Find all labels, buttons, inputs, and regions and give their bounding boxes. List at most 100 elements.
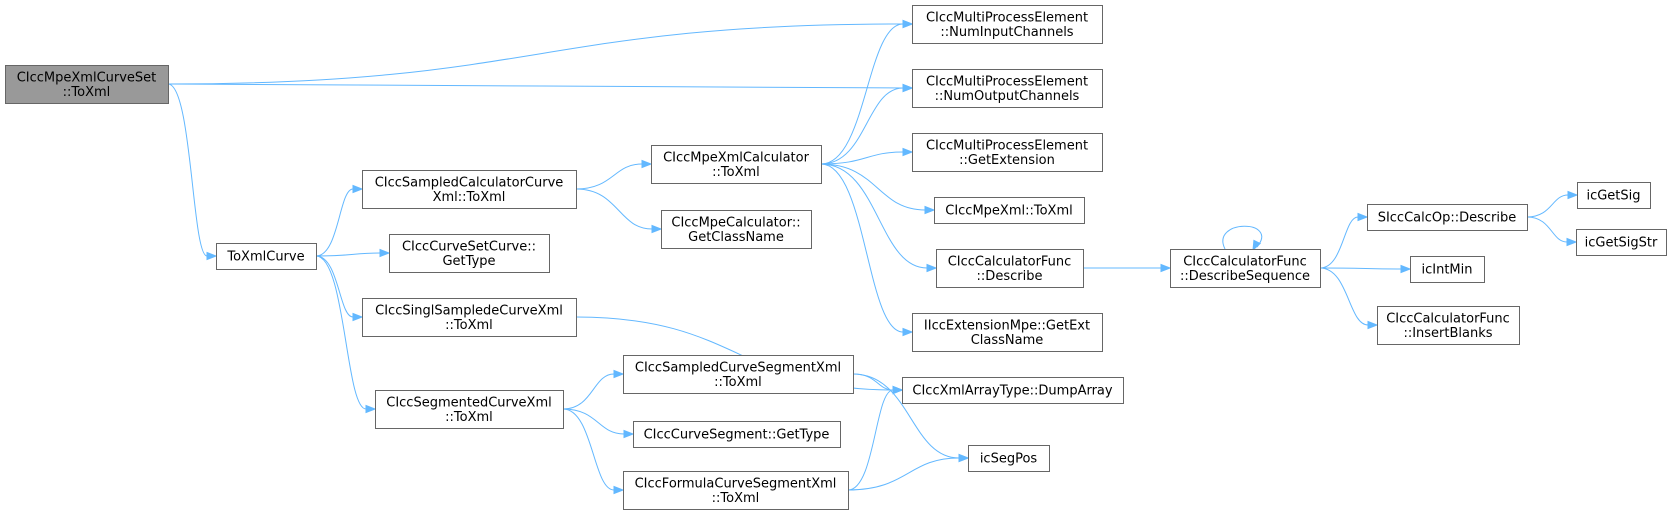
node-box: [934, 197, 1085, 224]
node-box: [912, 5, 1103, 44]
node-label: ::ToXml: [714, 375, 762, 390]
node-box: [912, 313, 1103, 352]
node-descseq[interactable]: CIccCalculatorFunc::DescribeSequence: [1170, 249, 1321, 288]
edge-arrowhead: [1566, 237, 1578, 247]
node-label: CIccCalculatorFunc: [1183, 254, 1307, 269]
node-getext[interactable]: CIccMultiProcessElement::GetExtension: [912, 133, 1103, 172]
edge-line: [820, 151, 904, 165]
node-label: CIccSinglSampledeCurveXml: [375, 303, 563, 318]
edge-arrowhead: [1567, 190, 1579, 200]
node-label: ::GetExtension: [959, 153, 1055, 168]
node-label: CIccCurveSetCurve::: [402, 239, 536, 254]
node-label: GetType: [442, 254, 495, 269]
node-box: [902, 377, 1124, 404]
node-mpexml[interactable]: CIccMpeXml::ToXml: [934, 197, 1085, 224]
node-insertblanks[interactable]: CIccCalculatorFunc::InsertBlanks: [1377, 306, 1520, 345]
node-label: ::ToXml: [712, 491, 760, 506]
node-label: icGetSigStr: [1585, 236, 1658, 251]
node-label: icGetSig: [1586, 189, 1640, 204]
node-toxmlcurve[interactable]: ToXmlCurve: [216, 243, 317, 270]
edge-arrowhead: [379, 248, 391, 258]
edge-root-to-numin: [167, 19, 914, 85]
edge-formula-to-dumparray: [847, 385, 904, 491]
node-box: [912, 133, 1103, 172]
node-mpecalcclass[interactable]: CIccMpeCalculator::GetClassName: [661, 210, 812, 249]
edge-line: [167, 83, 208, 257]
node-label: icIntMin: [1422, 263, 1473, 278]
edge-descseq-to-insertblanks: [1319, 267, 1379, 330]
node-getsig[interactable]: icGetSig: [1577, 182, 1651, 209]
edge-line: [315, 255, 354, 318]
edge-line: [167, 23, 904, 85]
edge-arrowhead: [1400, 264, 1412, 274]
edge-calcop-to-getsig: [1526, 190, 1579, 218]
node-box: [661, 210, 812, 249]
node-intmin[interactable]: icIntMin: [1410, 256, 1485, 283]
edge-calcfuncdesc-to-descseq: [1083, 263, 1172, 273]
edge-line: [847, 457, 960, 491]
edge-calcxml-to-numout: [820, 83, 914, 165]
node-box: [651, 145, 822, 184]
edge-arrowhead: [926, 263, 938, 273]
edge-line: [575, 163, 643, 190]
node-label: CIccSegmentedCurveXml: [386, 395, 552, 410]
node-calcop[interactable]: SIccCalcOp::Describe: [1367, 204, 1528, 231]
edge-line: [847, 389, 894, 491]
edge-segcurve-to-sampseg: [562, 369, 625, 410]
edge-arrowhead: [902, 327, 914, 337]
edge-line: [820, 87, 904, 165]
node-calcfuncdesc[interactable]: CIccCalculatorFunc::Describe: [936, 249, 1084, 288]
edge-arrowhead: [206, 251, 218, 261]
node-calcxml[interactable]: CIccMpeXmlCalculator::ToXml: [651, 145, 822, 184]
node-label: SIccCalcOp::Describe: [1378, 211, 1517, 226]
node-root[interactable]: CIccMpeXmlCurveSet::ToXml: [5, 65, 169, 104]
node-box: [362, 298, 577, 337]
edge-line: [820, 163, 904, 333]
node-curveseg[interactable]: CIccCurveSegment::GetType: [633, 421, 841, 448]
node-label: ::DescribeSequence: [1180, 269, 1310, 284]
node-label: CIccSampledCalculatorCurve: [375, 175, 564, 190]
edge-arrowhead: [902, 147, 914, 157]
edge-line: [575, 188, 653, 230]
edge-arrowhead: [613, 485, 625, 495]
node-numout[interactable]: CIccMultiProcessElement::NumOutputChanne…: [912, 69, 1103, 108]
edge-line: [315, 188, 354, 257]
node-singl[interactable]: CIccSinglSampledeCurveXml::ToXml: [362, 298, 577, 337]
node-label: ::ToXml: [63, 85, 111, 100]
node-label: CIccSampledCurveSegmentXml: [635, 360, 841, 375]
nodes-layer: CIccMpeXmlCurveSet::ToXmlCIccMultiProces…: [5, 5, 1667, 510]
edge-line: [315, 255, 367, 410]
edge-line: [167, 83, 904, 89]
edge-segcurve-to-curveseg: [562, 408, 635, 439]
node-box: [1576, 229, 1667, 256]
node-dumparray[interactable]: CIccXmlArrayType::DumpArray: [902, 377, 1124, 404]
node-sampseg[interactable]: CIccSampledCurveSegmentXml::ToXml: [623, 355, 854, 394]
node-curvesetcurve[interactable]: CIccCurveSetCurve::GetType: [389, 234, 550, 273]
node-formula[interactable]: CIccFormulaCurveSegmentXml::ToXml: [623, 471, 849, 510]
node-label: Xml::ToXml: [433, 190, 506, 205]
edge-formula-to-segpos: [847, 453, 970, 491]
node-box: [633, 421, 841, 448]
edge-line: [1319, 267, 1369, 326]
node-getsigstr[interactable]: icGetSigStr: [1576, 229, 1667, 256]
edge-toxmlcurve-to-curvesetcurve: [315, 248, 391, 258]
edge-calcop-to-getsigstr: [1526, 216, 1578, 247]
node-segcurve[interactable]: CIccSegmentedCurveXml::ToXml: [375, 390, 564, 429]
node-label: ::NumOutputChannels: [935, 89, 1080, 104]
node-segpos[interactable]: icSegPos: [968, 445, 1050, 472]
edge-line: [1526, 216, 1568, 243]
node-label: CIccMultiProcessElement: [926, 74, 1088, 89]
node-label: CIccCurveSegment::GetType: [644, 428, 830, 443]
edge-arrowhead: [924, 205, 936, 215]
edge-line: [562, 408, 625, 435]
node-box: [1577, 182, 1651, 209]
edge-line: [1222, 225, 1263, 250]
node-numin[interactable]: CIccMultiProcessElement::NumInputChannel…: [912, 5, 1103, 44]
edge-arrowhead: [1357, 212, 1369, 222]
edge-toxmlcurve-to-sampcalc: [315, 184, 364, 257]
node-box: [1410, 256, 1485, 283]
edge-sampcalc-to-calcxml: [575, 159, 653, 190]
edge-line: [1319, 216, 1359, 269]
